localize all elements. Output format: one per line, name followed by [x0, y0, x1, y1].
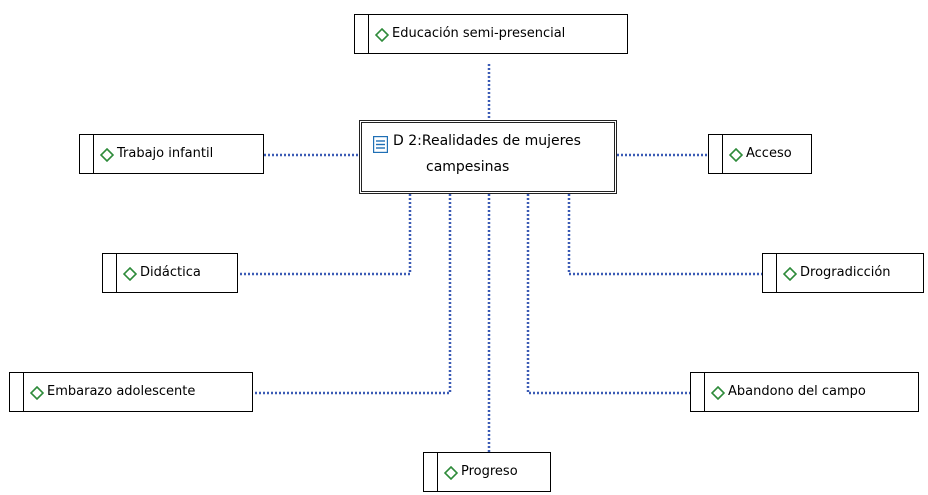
code-node-educacion[interactable]: Educación semi-presencial: [354, 14, 628, 54]
document-title: D 2:Realidades de mujeres: [393, 133, 581, 149]
diamond-icon: [444, 466, 458, 480]
code-node-abandono[interactable]: Abandono del campo: [690, 372, 919, 412]
code-label: Embarazo adolescente: [47, 384, 196, 399]
link-didactica: [238, 194, 412, 276]
code-node-acceso[interactable]: Acceso: [708, 134, 812, 174]
code-label: Acceso: [746, 146, 792, 161]
code-node-embarazo[interactable]: Embarazo adolescente: [9, 372, 253, 412]
code-label: Abandono del campo: [728, 384, 866, 399]
diamond-icon: [711, 386, 725, 400]
code-label: Drogradicción: [800, 265, 891, 280]
code-label: Progreso: [461, 464, 518, 479]
code-node-progreso[interactable]: Progreso: [423, 452, 551, 492]
link-embarazo: [253, 194, 452, 395]
link-drogradiccion: [567, 194, 762, 276]
code-node-trabajo[interactable]: Trabajo infantil: [79, 134, 264, 174]
diamond-icon: [729, 148, 743, 162]
diamond-icon: [30, 386, 44, 400]
diamond-icon: [375, 28, 389, 42]
code-node-drogradiccion[interactable]: Drogradicción: [762, 253, 924, 293]
diamond-icon: [783, 267, 797, 281]
diamond-icon: [123, 267, 137, 281]
link-abandono: [526, 194, 690, 395]
code-label: Didáctica: [140, 265, 201, 280]
document-node[interactable]: D 2:Realidades de mujeres campesinas: [359, 120, 617, 194]
document-title-line2: campesinas: [426, 159, 510, 175]
diamond-icon: [100, 148, 114, 162]
code-node-didactica[interactable]: Didáctica: [102, 253, 238, 293]
code-label: Trabajo infantil: [117, 146, 214, 161]
document-icon: [373, 136, 388, 153]
code-label: Educación semi-presencial: [392, 26, 566, 41]
